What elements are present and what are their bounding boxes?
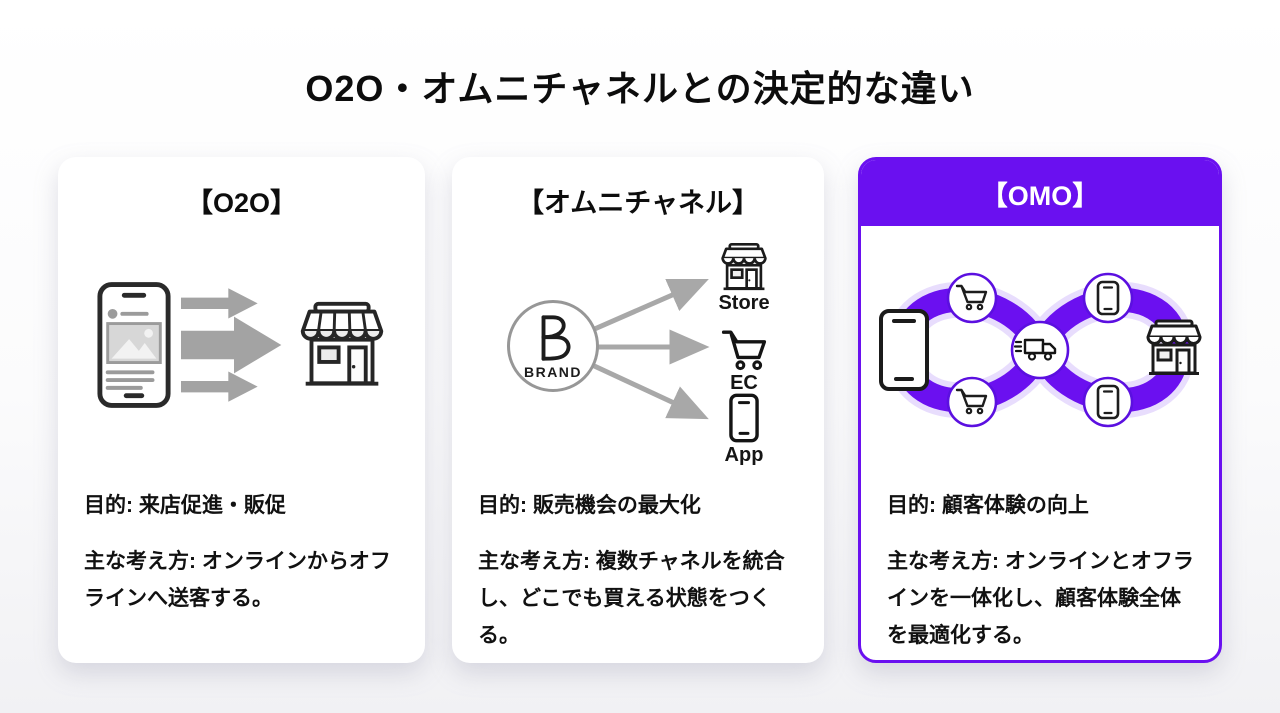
card-omo: 【OMO】 [858, 157, 1222, 663]
omo-description: 目的: 顧客体験の向上 主な考え方: オンラインとオフラインを一体化し、顧客体験… [887, 487, 1201, 654]
channel-app-label: App [724, 444, 764, 466]
card-omo-title: 【OMO】 [980, 180, 1100, 211]
storefront-icon [721, 243, 767, 291]
omni-approach: 主な考え方: 複数チャネルを統合し、どこでも買える状態をつくる。 [478, 550, 785, 647]
omo-illustration [861, 262, 1219, 438]
channel-store: Store [708, 243, 780, 315]
o2o-description: 目的: 来店促進・販促 主な考え方: オンラインからオフラインへ送客する。 [84, 487, 407, 617]
smartphone-icon [1096, 384, 1120, 420]
channel-ec: EC [708, 327, 780, 395]
card-omnichannel: 【オムニチャネル】 BRAND [452, 157, 824, 663]
brand-label: BRAND [523, 363, 583, 380]
page-title: O2O・オムニチャネルとの決定的な違い [305, 68, 975, 109]
card-o2o: 【O2O】 [58, 157, 425, 663]
smartphone-post-icon [96, 281, 171, 408]
delivery-truck-icon [1013, 338, 1057, 361]
smartphone-icon [1096, 280, 1120, 316]
card-omni-title: 【オムニチャネル】 [517, 188, 759, 218]
o2o-purpose: 目的: 来店促進・販促 [84, 494, 286, 517]
smartphone-icon [729, 393, 759, 443]
omo-approach: 主な考え方: オンラインとオフラインを一体化し、顧客体験全体を最適化する。 [887, 550, 1194, 647]
infinity-loop [879, 272, 1202, 428]
fanout-arrows-icon [588, 278, 710, 420]
o2o-illustration [58, 277, 425, 412]
o2o-approach: 主な考え方: オンラインからオフラインへ送客する。 [84, 550, 391, 610]
channel-store-label: Store [718, 292, 770, 314]
omo-header: 【OMO】 [861, 160, 1219, 226]
storefront-icon [1146, 319, 1202, 375]
smartphone-icon [879, 309, 929, 391]
omo-purpose: 目的: 顧客体験の向上 [887, 494, 1089, 517]
storefront-icon [300, 301, 383, 386]
brand-hub: BRAND [507, 300, 599, 392]
cart-icon [721, 330, 767, 371]
triple-right-arrows-icon [180, 287, 281, 402]
brand-b-logo-icon [541, 314, 571, 361]
channel-ec-label: EC [730, 372, 758, 394]
omni-purpose: 目的: 販売機会の最大化 [478, 494, 701, 517]
omni-illustration: BRAND Store EC [452, 243, 824, 481]
channel-app: App [708, 393, 780, 467]
omni-description: 目的: 販売機会の最大化 主な考え方: 複数チャネルを統合し、どこでも買える状態… [478, 487, 806, 654]
card-o2o-title: 【O2O】 [185, 188, 298, 218]
